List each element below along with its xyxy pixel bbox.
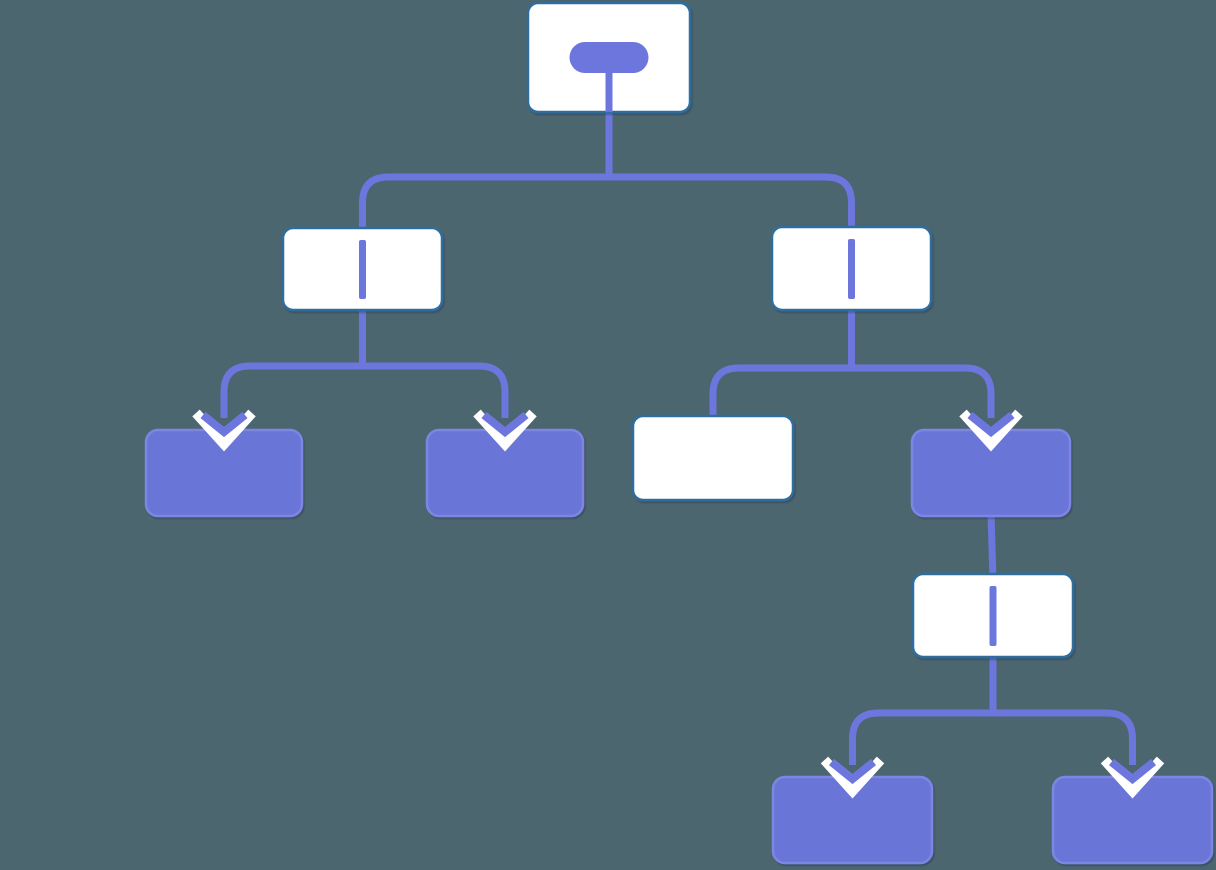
arrow-chevron-icon: [200, 411, 248, 438]
arrow-chevron-icon: [1108, 758, 1157, 785]
condition-node-bottom[interactable]: [911, 572, 1075, 659]
arrow-chevron-outline-icon: [820, 756, 885, 799]
condition-node-right[interactable]: [770, 225, 933, 312]
arrow-chevron-outline-icon: [959, 409, 1023, 452]
edge-d-r2: [987, 513, 997, 581]
arrow-chevron-icon: [967, 411, 1015, 438]
arrow-markers-layer: [192, 409, 1165, 799]
arrow-chevron-icon: [828, 758, 877, 785]
arrow-chevron-outline-icon: [473, 409, 537, 452]
nodes-layer: [144, 1, 1214, 865]
root-node[interactable]: [526, 1, 692, 114]
root-pill-stem: [605, 71, 613, 112]
edges-layer: [220, 110, 1136, 765]
edge-rail-l1: [220, 362, 509, 418]
condition-bar-icon: [359, 240, 366, 299]
arrow-chevron-icon: [481, 411, 529, 438]
condition-bar-icon: [989, 586, 997, 646]
empty-node[interactable]: [631, 414, 795, 502]
arrow-chevron-outline-icon: [1100, 756, 1165, 799]
condition-node-left[interactable]: [281, 226, 444, 312]
edge-rail-r1: [709, 364, 995, 422]
edge-rail-root: [359, 173, 855, 234]
empty-node-box: [631, 414, 795, 502]
condition-bar-icon: [848, 239, 855, 299]
edge-rail-r2: [849, 709, 1136, 765]
root-pill-icon: [569, 42, 649, 73]
arrow-chevron-outline-icon: [192, 409, 256, 452]
